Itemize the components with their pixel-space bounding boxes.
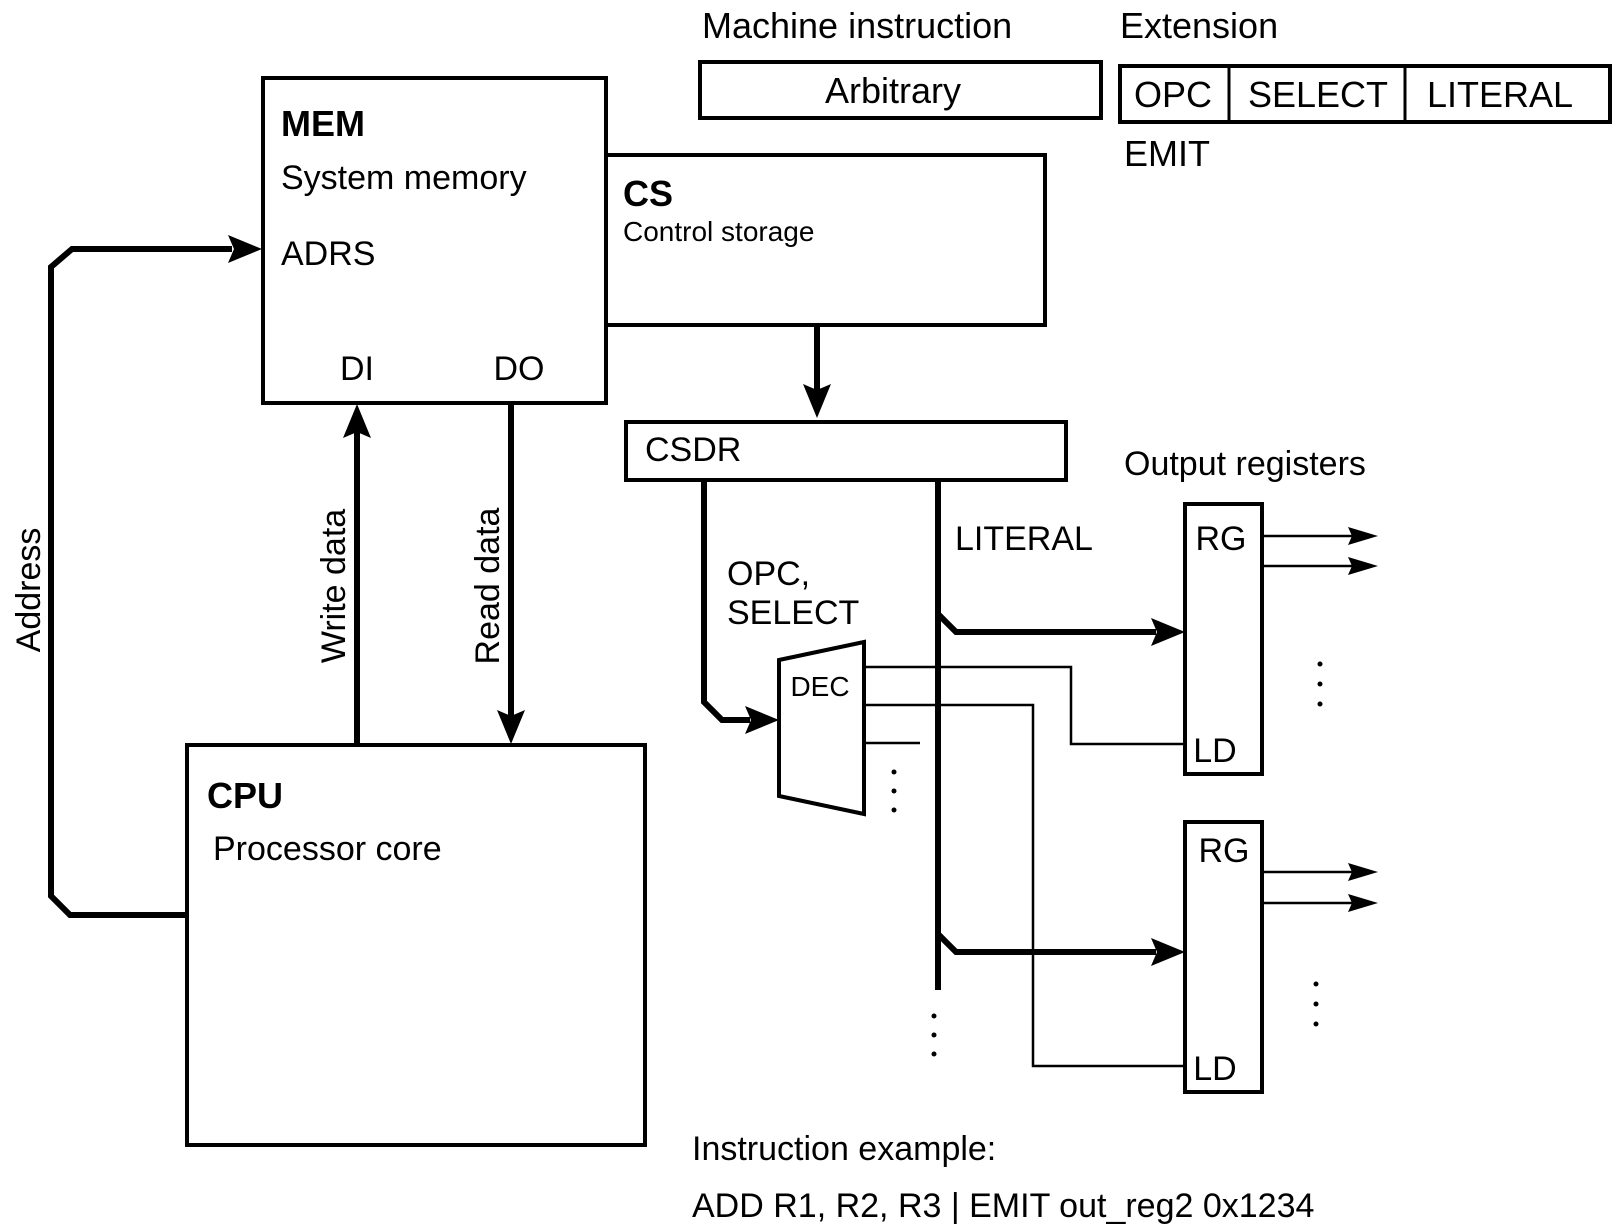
output-register-1-ld: LD <box>1193 732 1236 770</box>
literal-branch-2 <box>935 931 1156 955</box>
output-register-2-ld: LD <box>1193 1050 1236 1088</box>
literal-label: LITERAL <box>955 520 1093 558</box>
decoder-output-ld-1 <box>864 665 1185 746</box>
decoder-ellipsis <box>891 769 897 813</box>
decoder-output-ld-2 <box>864 703 1185 1068</box>
output-register-1 <box>1183 502 1264 776</box>
example-code: ADD R1, R2, R3 | EMIT out_reg2 0x1234 <box>692 1187 1314 1225</box>
output-register-2-out-1-arrowhead <box>1348 863 1378 881</box>
extension-heading: Extension <box>1120 5 1278 46</box>
decoder-label: DEC <box>790 671 849 702</box>
extension-box <box>1118 64 1612 124</box>
output-registers-heading: Output registers <box>1124 445 1366 483</box>
machine-instruction-field: Arbitrary <box>825 70 961 111</box>
mem-subtitle: System memory <box>281 159 527 197</box>
opc-select-arrowhead <box>745 706 779 734</box>
cs-subtitle: Control storage <box>623 216 814 247</box>
mem-port-do: DO <box>494 350 545 388</box>
output-register-1-out-2-arrowhead <box>1348 557 1378 575</box>
csdr-label: CSDR <box>645 431 741 469</box>
opc-label: OPC, <box>727 555 810 593</box>
output-register-1-out-1-arrowhead <box>1348 527 1378 545</box>
extension-opcode: EMIT <box>1124 133 1210 174</box>
literal-branch-1 <box>935 611 1156 635</box>
example-heading: Instruction example: <box>692 1130 996 1168</box>
read-data-label: Read data <box>469 507 507 664</box>
literal-branch-1-arrowhead <box>1151 618 1185 646</box>
extension-field-select: SELECT <box>1248 74 1388 115</box>
machine-instruction-heading: Machine instruction <box>702 5 1012 46</box>
mem-port-adrs: ADRS <box>281 235 375 273</box>
cs-title: CS <box>623 173 673 214</box>
output-register-2-rg: RG <box>1199 832 1250 870</box>
read-data-arrowhead <box>497 710 525 744</box>
output-register-1-rg: RG <box>1196 520 1247 558</box>
address-label: Address <box>10 528 48 653</box>
write-data-arrowhead <box>343 404 371 438</box>
output-register-1-ellipsis <box>1317 661 1323 707</box>
select-label: SELECT <box>727 594 859 632</box>
extension-field-literal: LITERAL <box>1427 74 1573 115</box>
csdr-block <box>624 420 1068 482</box>
cs-to-csdr-arrowhead <box>803 384 831 418</box>
machine-instruction-box <box>698 60 1103 120</box>
output-register-2-ellipsis <box>1313 981 1319 1027</box>
mem-block <box>261 76 608 405</box>
cpu-subtitle: Processor core <box>213 830 442 868</box>
cpu-title: CPU <box>207 775 283 816</box>
write-data-label: Write data <box>315 509 353 663</box>
extension-field-opc: OPC <box>1134 74 1212 115</box>
output-register-2-out-2-arrowhead <box>1348 894 1378 912</box>
mem-title: MEM <box>281 103 365 144</box>
mem-port-di: DI <box>340 350 374 388</box>
literal-branch-2-arrowhead <box>1151 938 1185 966</box>
address-bus <box>48 246 232 918</box>
literal-bus-ellipsis <box>931 1013 937 1057</box>
opc-select-bus <box>701 480 750 723</box>
cpu-block <box>185 743 647 1147</box>
output-register-2 <box>1183 820 1264 1094</box>
decoder-block <box>777 639 866 817</box>
address-arrowhead <box>228 235 262 263</box>
